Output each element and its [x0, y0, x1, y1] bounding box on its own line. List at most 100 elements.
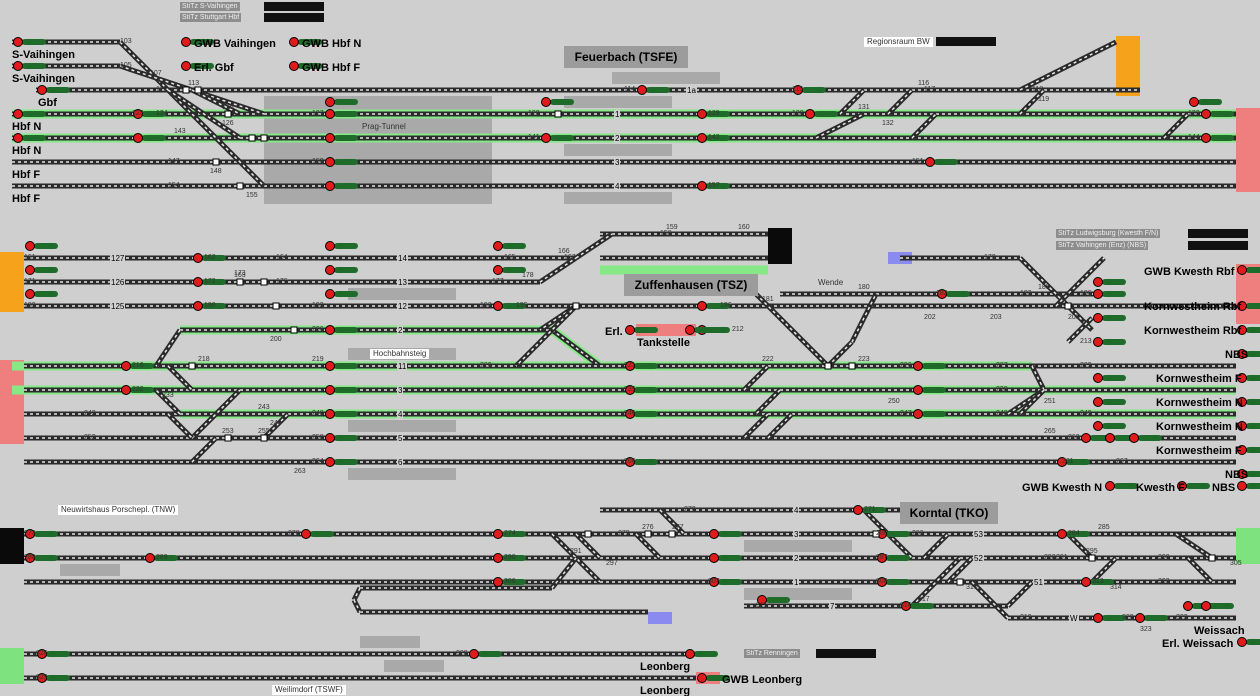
dest-gbf[interactable]: Gbf [38, 97, 57, 109]
signal-number[interactable]: 159 [666, 224, 678, 231]
signal-number[interactable]: 171 [24, 278, 36, 285]
signal-number[interactable]: 270 [684, 506, 696, 513]
signal-number[interactable]: 240 [312, 410, 324, 417]
panel-stitz-svaihingen[interactable]: StiTz S-Vaihingen [180, 2, 240, 11]
signal-number[interactable]: 142 [708, 134, 720, 141]
signal-number[interactable]: 200 [270, 336, 282, 343]
dest-kornwestheim-f-1[interactable]: Kornwestheim F [1156, 373, 1242, 385]
signal-number[interactable]: 244 [270, 420, 282, 427]
signal-number[interactable]: 103 [120, 38, 132, 45]
signal-number[interactable]: 287 [876, 554, 888, 561]
signal-number[interactable]: 307 [708, 578, 720, 585]
signal-number[interactable]: 305 [1230, 560, 1242, 567]
signal-number[interactable]: 178 [522, 272, 534, 279]
dest-hbf-f-1[interactable]: Hbf F [12, 169, 41, 181]
signal-number[interactable]: 328 [456, 650, 468, 657]
signal-number[interactable]: 125 [222, 104, 234, 111]
signal-number[interactable]: 181 [762, 296, 774, 303]
signal-number[interactable]: 150 [312, 158, 324, 165]
signal-number[interactable]: 147 [168, 158, 180, 165]
signal-number[interactable]: 202 [924, 314, 936, 321]
signal-number[interactable]: 229 [1080, 362, 1092, 369]
signal-number[interactable]: 203 [990, 314, 1002, 321]
signal-number[interactable]: 164 [276, 254, 288, 261]
signal-number[interactable]: 297 [606, 560, 618, 567]
signal-number[interactable]: 143 [174, 128, 186, 135]
dest-gwb-kwesth-rbf[interactable]: GWB Kwesth Rbf [1144, 266, 1235, 278]
panel-stitz-vaihingen-enz[interactable]: StiTz Vaihingen (Enz) (NBS) [1056, 241, 1149, 250]
signal-number[interactable]: 246 [624, 410, 636, 417]
signal-number[interactable]: 180 [858, 284, 870, 291]
signal-number[interactable]: 248 [996, 410, 1008, 417]
dest-s-vaihingen-2[interactable]: S-Vaihingen [12, 73, 75, 85]
signal-number[interactable]: 261 [1062, 458, 1074, 465]
dest-gwb-leonberg[interactable]: GWB Leonberg [722, 674, 803, 686]
signal-number[interactable]: 273 [24, 530, 36, 537]
signal-number[interactable]: 208 [1068, 314, 1080, 321]
signal-number[interactable]: 238 [996, 386, 1008, 393]
signal-number[interactable]: 247 [900, 410, 912, 417]
signal-number[interactable]: 308 [876, 578, 888, 585]
dest-hbf-n-1[interactable]: Hbf N [12, 121, 42, 133]
dest-gwb-vaihingen[interactable]: GWB Vaihingen [194, 38, 276, 50]
signal-number[interactable]: 221 [624, 362, 636, 369]
signal-number[interactable]: 132 [882, 120, 894, 127]
station-feuerbach[interactable]: Feuerbach (TSFE) [564, 46, 688, 68]
signal-number[interactable]: 274 [504, 530, 516, 537]
signal-number[interactable]: 154 [168, 182, 180, 189]
signal-number[interactable]: 170 [984, 254, 996, 261]
signal-number[interactable]: 243 [258, 404, 270, 411]
signal-number[interactable]: 196 [720, 302, 732, 309]
signal-number[interactable]: 255 [258, 428, 270, 435]
signal-number[interactable]: 285 [1098, 524, 1110, 531]
signal-number[interactable]: 226 [900, 362, 912, 369]
signal-number[interactable]: 128 [528, 110, 540, 117]
signal-number[interactable]: 322 [1176, 614, 1188, 621]
signal-number[interactable]: 316 [900, 602, 912, 609]
dest-weissach[interactable]: Weissach [1194, 625, 1245, 637]
dest-kwesth-f[interactable]: Kwesth F [1136, 482, 1185, 494]
signal-number[interactable]: 115 [792, 86, 804, 93]
signal-number[interactable]: 276 [642, 524, 654, 531]
signal-number[interactable]: 172 [204, 278, 216, 285]
signal-number[interactable]: 157 [708, 182, 720, 189]
signal-number[interactable]: 251 [1044, 398, 1056, 405]
signal-number[interactable]: 113 [188, 80, 200, 87]
dest-nbs-3[interactable]: NBS [1212, 482, 1236, 494]
signal-number[interactable]: 216 [132, 362, 144, 369]
signal-number[interactable]: 258 [312, 434, 324, 441]
signal-number[interactable]: 267 [1116, 458, 1128, 465]
signal-number[interactable]: 124 [156, 110, 168, 117]
signal-number[interactable]: 183 [1020, 290, 1032, 297]
signal-number[interactable]: 111 [156, 86, 167, 93]
signal-number[interactable]: 144 [1188, 134, 1200, 141]
dest-kornwestheim-f-2[interactable]: Kornwestheim F [1156, 445, 1242, 457]
signal-number[interactable]: 260 [1068, 434, 1080, 441]
signal-number[interactable]: 288 [24, 554, 36, 561]
signal-number[interactable]: 127 [312, 110, 324, 117]
signal-number[interactable]: 218 [198, 356, 210, 363]
panel-regionsraum[interactable]: Regionsraum BW [864, 37, 933, 47]
signal-number[interactable]: 303 [1158, 578, 1170, 585]
signal-number[interactable]: 220 [480, 362, 492, 369]
signal-number[interactable]: 227 [996, 362, 1008, 369]
signal-number[interactable]: 295 [1086, 548, 1098, 555]
signal-number[interactable]: 278 [288, 530, 300, 537]
signal-number[interactable]: 313 [1092, 578, 1104, 585]
signal-number[interactable]: 192 [312, 302, 324, 309]
signal-number[interactable]: 155 [246, 192, 258, 199]
signal-number[interactable]: 148 [210, 168, 222, 175]
signal-number[interactable]: 232 [132, 386, 144, 393]
signal-number[interactable]: 314 [1110, 584, 1122, 591]
dest-kornwestheim-rbf-2[interactable]: Kornwestheim Rbf [1144, 325, 1242, 337]
dest-gwb-kwesth-n[interactable]: GWB Kwesth N [1022, 482, 1103, 494]
dest-hbf-n-2[interactable]: Hbf N [12, 145, 42, 157]
dest-s-vaihingen-1[interactable]: S-Vaihingen [12, 49, 75, 61]
dest-gwb-hbf-n[interactable]: GWB Hbf N [302, 38, 362, 50]
signal-number[interactable]: 161 [24, 254, 36, 261]
signal-number[interactable]: 298 [1044, 554, 1056, 561]
dest-nbs-2[interactable]: NBS [1225, 469, 1249, 481]
dest-kornwestheim-n-2[interactable]: Kornwestheim N [1156, 421, 1243, 433]
signal-number[interactable]: 265 [1044, 428, 1056, 435]
signal-number[interactable]: 219 [312, 356, 324, 363]
